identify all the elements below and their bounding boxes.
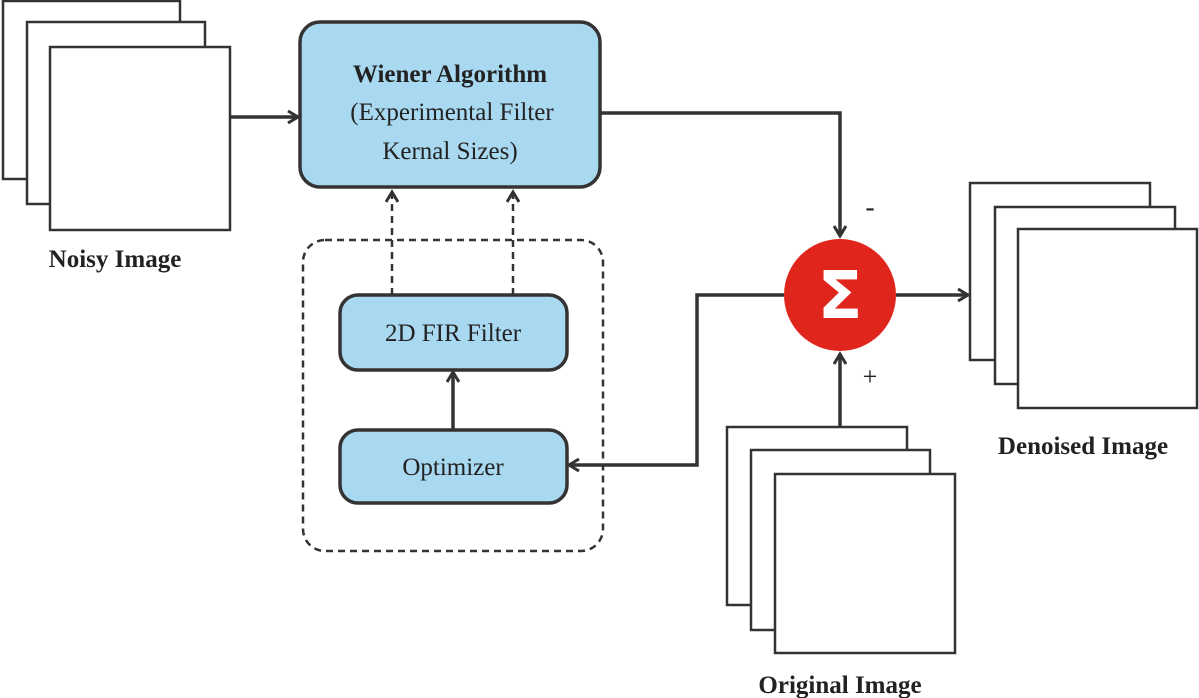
plus-sign: +	[863, 362, 878, 391]
wiener-algorithm-box	[298, 20, 602, 189]
denoised-image-label: Denoised Image	[998, 433, 1168, 460]
optimizer-label: Optimizer	[402, 454, 504, 481]
noisy-image-stack	[1, 0, 232, 232]
noisy-image-label: Noisy Image	[49, 246, 182, 273]
wiener-title: Wiener Algorithm	[353, 61, 547, 88]
fir-filter-label: 2D FIR Filter	[385, 320, 522, 347]
wiener-line1: (Experimental Filter	[350, 99, 554, 126]
denoised-image-stack	[968, 181, 1199, 410]
original-image-label: Original Image	[758, 672, 921, 698]
optimizer-group	[301, 238, 605, 553]
arrow-wiener-to-sum	[600, 111, 840, 236]
arrow-sum-to-optimizer	[569, 293, 784, 465]
original-image-stack	[725, 425, 957, 655]
sum-node	[784, 239, 896, 351]
sigma-icon: Σ	[817, 257, 862, 334]
minus-sign: -	[865, 192, 874, 223]
wiener-line2: Kernal Sizes)	[382, 138, 517, 165]
